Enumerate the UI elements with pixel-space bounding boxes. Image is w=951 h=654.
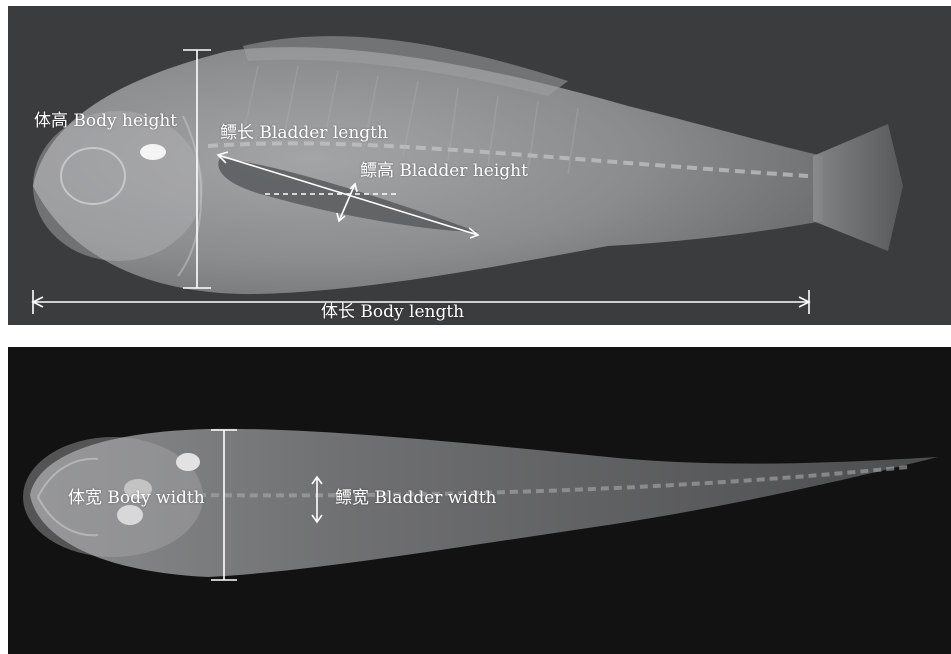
head-region: [33, 111, 203, 261]
tail-fin: [813, 124, 903, 251]
body-width-label: 体宽 Body width: [68, 490, 205, 507]
body-height-label: 体高 Body height: [34, 113, 177, 130]
bladder-length-label: 鳔长 Bladder length: [220, 125, 388, 142]
lateral-xray-panel: 体高 Body height 鳔长 Bladder length 鳔高 Blad…: [8, 6, 951, 325]
bladder-height-label: 鳔高 Bladder height: [360, 163, 528, 180]
body-length-label: 体长 Body length: [321, 304, 464, 321]
dorsal-xray-panel: 体宽 Body width 鳔宽 Bladder width: [8, 347, 951, 654]
otolith: [140, 144, 166, 160]
right-otolith: [117, 505, 143, 525]
left-otolith: [176, 453, 200, 471]
bladder-width-label: 鳔宽 Bladder width: [335, 490, 496, 507]
